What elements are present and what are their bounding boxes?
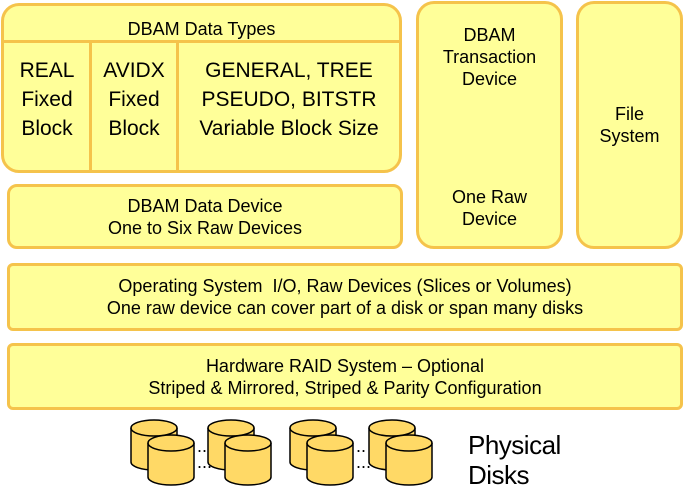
os-layer-line-2: One raw device can cover part of a disk … [106,298,584,318]
transaction-sub-line-1: One Raw [451,187,528,207]
data-device-box: DBAM Data Device One to Six Raw Devices [7,184,403,249]
disk-icon [306,434,354,486]
type-avidx-line-2: Fixed [108,88,160,111]
type-real-line-1: REAL [19,59,75,82]
raid-layer-line-2: Striped & Mirrored, Striped & Parity Con… [148,377,542,398]
file-system-line-2: System [599,126,660,146]
transaction-title-line-3: Device [461,69,518,89]
data-types-divider-1 [89,40,92,170]
type-avidx-cell: AVIDX Fixed Block [92,56,176,143]
disk-icon [147,434,195,486]
transaction-device-sub: One Raw Device [419,186,560,230]
physical-disks-label: Physical Disks [468,430,561,490]
os-layer-box: Operating System I/O, Raw Devices (Slice… [7,263,683,331]
transaction-title-line-2: Transaction [442,47,537,67]
raid-layer-line-1: Hardware RAID System – Optional [205,355,485,376]
type-variable-cell: GENERAL, TREE PSEUDO, BITSTR Variable Bl… [179,56,399,143]
file-system-line-1: File [614,104,644,124]
file-system-box: File System [576,1,683,249]
disk-ellipsis-top: .. [356,436,366,456]
data-device-line-1: DBAM Data Device [127,195,283,216]
disk-ellipsis: ... [197,452,212,472]
os-layer-line-1: Operating System I/O, Raw Devices (Slice… [118,276,572,296]
data-device-line-2: One to Six Raw Devices [107,217,303,238]
type-variable-line-3: Variable Block Size [199,117,379,140]
transaction-sub-line-2: Device [461,209,518,229]
data-types-header-divider [4,40,399,43]
raid-layer-box: Hardware RAID System – Optional Striped … [7,343,683,410]
physical-disks-line-2: Disks [468,460,530,490]
type-real-line-2: Fixed [21,88,73,111]
type-real-cell: REAL Fixed Block [5,56,89,143]
disk-ellipsis: ... [356,452,371,472]
transaction-device-title: DBAM Transaction Device [419,24,560,90]
disk-icon [224,434,272,486]
data-types-divider-2 [176,40,179,170]
data-types-title: DBAM Data Types [127,19,276,39]
data-types-box: DBAM Data Types [1,3,402,173]
type-variable-line-2: PSEUDO, BITSTR [201,88,377,111]
disk-icon [385,434,433,486]
transaction-device-box: DBAM Transaction Device One Raw Device [416,1,563,249]
physical-disks-line-1: Physical [468,430,561,460]
transaction-title-line-1: DBAM [463,25,516,45]
type-real-line-3: Block [21,117,73,140]
type-avidx-line-3: Block [108,117,160,140]
type-avidx-line-1: AVIDX [103,59,165,82]
type-variable-line-1: GENERAL, TREE [205,59,373,82]
disk-ellipsis-top: .. [197,436,207,456]
